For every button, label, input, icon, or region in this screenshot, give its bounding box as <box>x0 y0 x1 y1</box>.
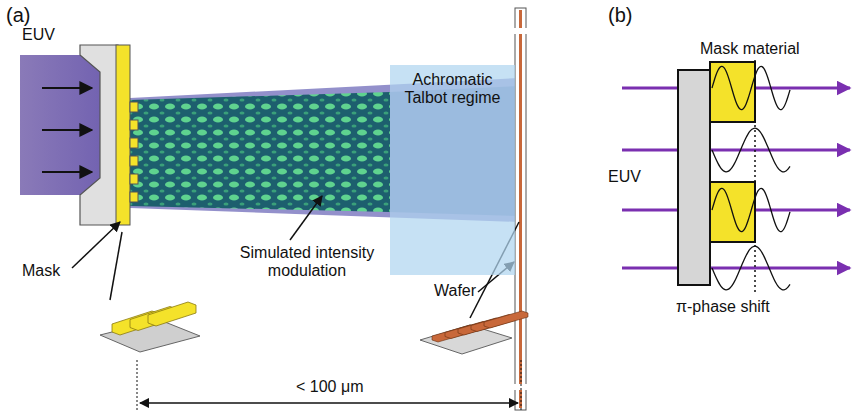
part-label: Mask material <box>700 40 800 58</box>
beam-label: EUV <box>22 26 55 44</box>
dimension-label: < 100 μm <box>296 378 363 396</box>
part-label: Mask <box>22 262 60 280</box>
part-label: Wafer <box>434 282 476 300</box>
region-label: Achromatic Talbot regime <box>390 65 515 108</box>
panel-label: (a) <box>6 4 30 27</box>
panel-label: (b) <box>608 4 632 27</box>
regime-band: Achromatic Talbot regime <box>390 65 515 275</box>
annotation-label: π-phase shift <box>676 298 770 316</box>
callout-label: Simulated intensity modulation <box>222 244 392 281</box>
beam-label: EUV <box>608 168 641 186</box>
